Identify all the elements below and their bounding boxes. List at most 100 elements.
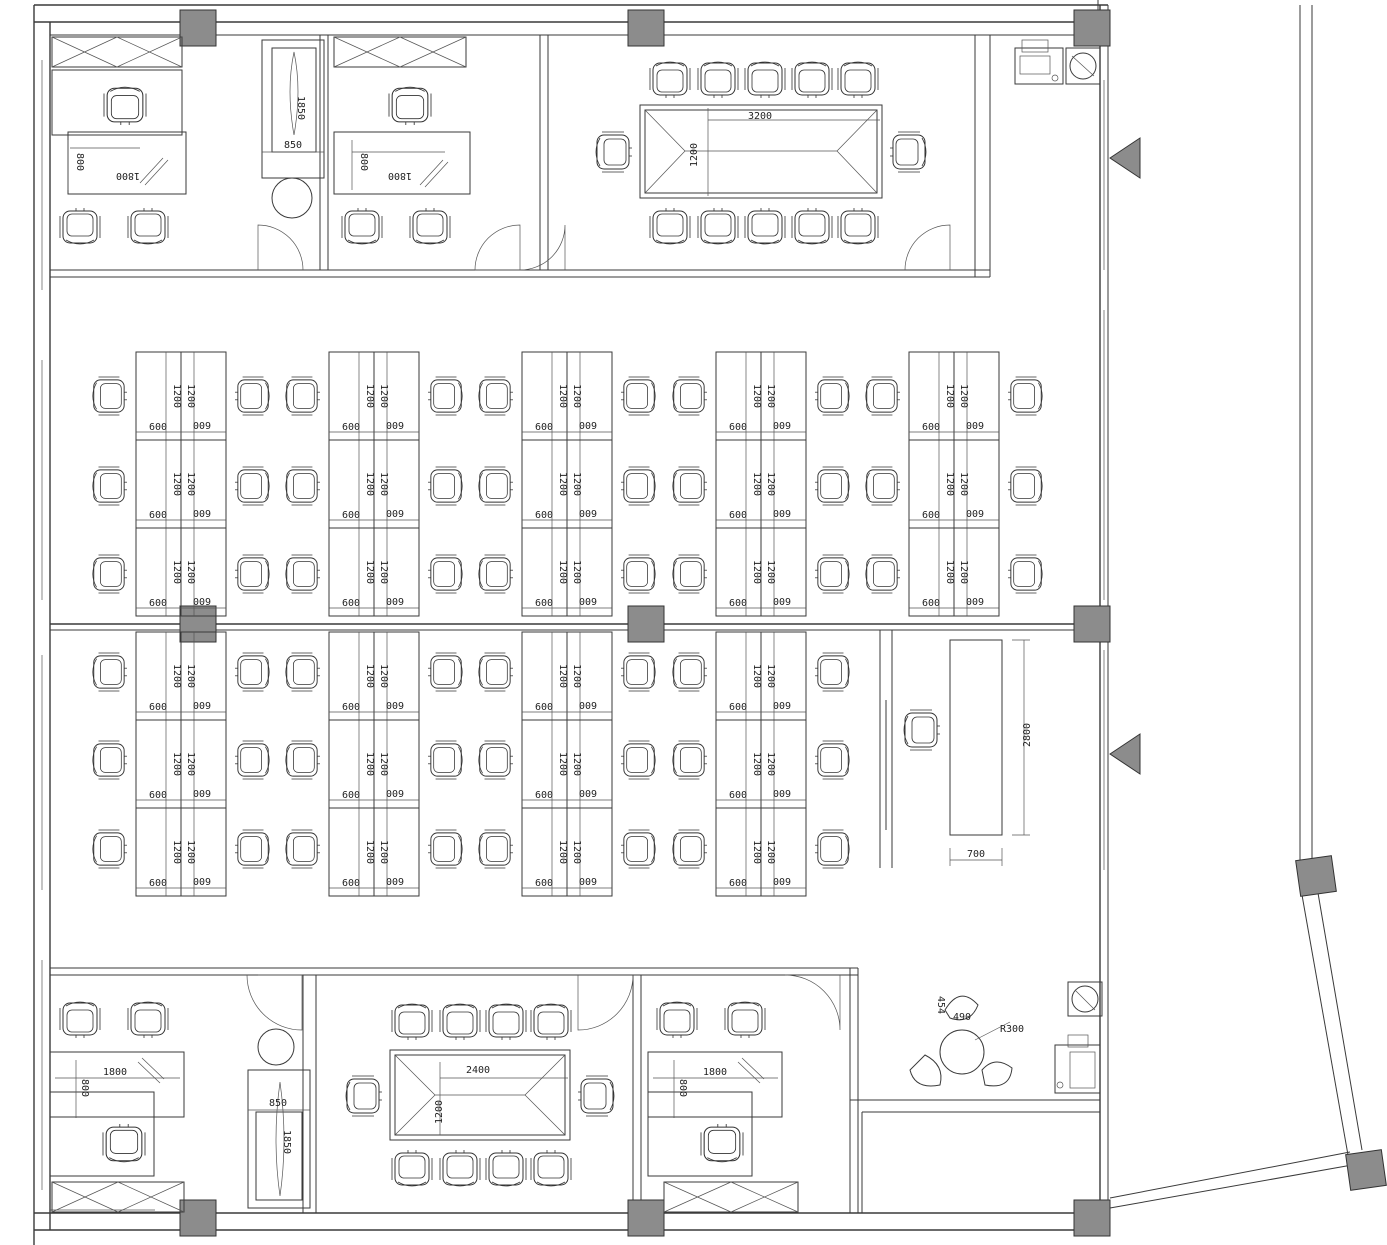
sofa-top: 850 1850 [261,39,325,219]
workstation-length-label: 1200 [557,752,568,776]
chair [427,466,463,506]
workstation-width-label: 600 [386,875,404,886]
reception-width-label: 700 [967,849,985,860]
chair [672,376,708,416]
chair [391,1003,433,1040]
workstation-width-label: 600 [579,419,597,430]
chair [837,208,879,245]
sofa-length-label: 1850 [295,96,306,120]
chair [890,131,927,173]
workstation-width-label: 600 [342,878,360,889]
desk-depth-label: 800 [74,153,85,171]
workstation-width-label: 600 [193,699,211,710]
workstation-width-label: 600 [193,419,211,430]
workstation-width-label: 600 [193,507,211,518]
workstation-length-label: 1200 [171,664,182,688]
desk-width-label: 1800 [703,1067,727,1078]
workstation-width-label: 600 [535,510,553,521]
workstation-width-label: 600 [773,595,791,606]
workstation-width-label: 600 [149,598,167,609]
workstation-width-label: 600 [773,699,791,710]
workstation-width-label: 600 [149,702,167,713]
workstation-width-label: 600 [729,510,747,521]
workstation-length-label: 1200 [378,472,389,496]
workstation-width-label: 600 [342,702,360,713]
desk-width-label: 1800 [116,170,140,181]
desk-width-label: 1800 [388,170,412,181]
chair [649,61,691,98]
chair [127,208,169,245]
workstation-length-label: 1200 [171,560,182,584]
workstation-width-label: 600 [773,507,791,518]
chair [234,652,270,692]
chair [92,466,128,506]
chair [59,1001,101,1038]
workstation-length-label: 1200 [364,752,375,776]
chair [814,376,850,416]
workstation-width-label: 600 [922,422,940,433]
workstation-length-label: 1200 [958,560,969,584]
workstation-width-label: 600 [773,875,791,886]
workstation-width-label: 600 [149,422,167,433]
meeting-table-length-label: 3200 [748,111,772,122]
chair [837,61,879,98]
workstation-width-label: 600 [922,510,940,521]
workstation-length-label: 1200 [751,752,762,776]
workstation-width-label: 600 [386,699,404,710]
chair [485,1150,527,1187]
workstation-width-label: 600 [579,875,597,886]
chair [59,208,101,245]
walls [33,0,1363,1245]
workstation-length-label: 1200 [958,472,969,496]
workstation-width-label: 600 [922,598,940,609]
workstation-length-label: 1200 [185,840,196,864]
workstation-length-label: 1200 [378,840,389,864]
sofa-depth-label: 850 [284,140,302,151]
office-bottom-left: 1800 800 [49,1051,185,1213]
chair [102,1124,146,1163]
chairs [59,61,1043,1187]
exit-marker-icon [1109,733,1141,775]
workstation-length-label: 1200 [751,560,762,584]
chair [578,1075,615,1117]
chair [814,740,850,780]
chair [865,376,901,416]
workstation-length-label: 1200 [765,840,776,864]
workstation-length-label: 1200 [751,664,762,688]
chair [697,208,739,245]
workstation-length-label: 1200 [185,472,196,496]
workstation-length-label: 1200 [751,472,762,496]
office-top-left: 1800 800 [51,36,187,195]
workstation-length-label: 1200 [364,472,375,496]
chair [285,376,321,416]
meeting-table-length-label: 2400 [466,1065,490,1076]
chair [439,1150,481,1187]
chair [620,466,656,506]
workstation-length-label: 1200 [751,840,762,864]
workstation-width-label: 600 [579,595,597,606]
workstation-width-label: 600 [386,595,404,606]
desk-depth-label: 800 [677,1079,688,1097]
workstation-width-label: 600 [535,598,553,609]
workstation-length-label: 1200 [171,840,182,864]
chair [620,376,656,416]
workstation-width-label: 600 [342,790,360,801]
workstation-width-label: 600 [729,422,747,433]
workstation-length-label: 1200 [557,664,568,688]
chair [427,554,463,594]
chair [388,86,432,125]
chair [478,466,514,506]
chair [478,376,514,416]
workstation-length-label: 1200 [557,840,568,864]
chair [92,554,128,594]
workstation-width-label: 600 [193,787,211,798]
workstation-length-label: 1200 [378,560,389,584]
sofa-bottom: 850 1850 [247,1028,311,1209]
chair [92,376,128,416]
chair [478,652,514,692]
desk-depth-label: 800 [358,153,369,171]
chair [724,1001,766,1038]
